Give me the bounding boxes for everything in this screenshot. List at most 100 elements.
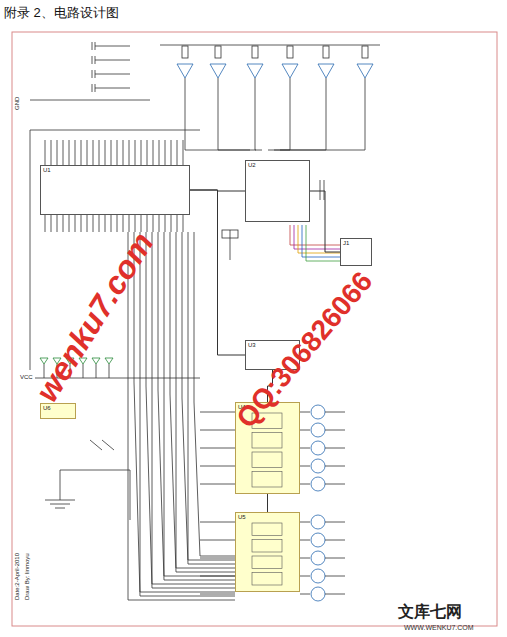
signal-label: GND xyxy=(14,97,20,110)
transistor-symbol xyxy=(311,551,325,565)
crystal-symbol xyxy=(222,230,238,238)
transistor-symbol xyxy=(311,423,325,437)
resistor-symbol xyxy=(182,46,188,58)
wire xyxy=(300,466,310,467)
bus-wire xyxy=(188,400,189,560)
bus-wire xyxy=(200,556,235,557)
resistor-symbol xyxy=(362,46,368,58)
pin-wire xyxy=(153,140,154,165)
wire xyxy=(30,130,200,131)
bus-wire xyxy=(170,394,176,572)
colored-wire xyxy=(298,225,340,253)
pin-wire xyxy=(75,140,76,165)
pin-wire xyxy=(153,215,154,232)
wire-group xyxy=(30,42,380,601)
wire xyxy=(280,150,365,151)
wire xyxy=(325,448,345,449)
wire-connector xyxy=(310,191,340,252)
wire xyxy=(300,484,310,485)
pin-wire xyxy=(141,140,142,165)
bus-wire xyxy=(176,572,235,573)
wire xyxy=(300,540,310,541)
bus-wire xyxy=(188,232,189,400)
bus-wire xyxy=(146,386,152,588)
pin-wire xyxy=(57,215,58,232)
pin-wire xyxy=(93,140,94,165)
pin-wire xyxy=(123,140,124,165)
wire xyxy=(365,78,366,150)
wire xyxy=(60,470,130,471)
bus-wire xyxy=(194,402,200,556)
pin-wire xyxy=(183,215,184,232)
pin-wire xyxy=(69,215,70,232)
bus-wire xyxy=(188,564,235,565)
pin-wire xyxy=(69,140,70,165)
wire xyxy=(325,558,345,559)
bus-wire xyxy=(152,388,153,584)
bus-wire xyxy=(158,232,159,390)
optocoupler-symbol xyxy=(252,472,282,488)
wire xyxy=(325,522,345,523)
signal-label: VCC xyxy=(20,374,33,380)
wire xyxy=(325,484,345,485)
wire xyxy=(325,576,345,577)
wire xyxy=(218,150,256,151)
bus-wire xyxy=(140,592,235,593)
watermark: 文库七网 xyxy=(398,604,462,620)
wire xyxy=(96,364,97,378)
resistor-symbol xyxy=(323,46,329,58)
led-symbol xyxy=(105,358,113,364)
pin-wire xyxy=(87,140,88,165)
wire xyxy=(200,412,235,413)
pin-wire xyxy=(171,140,172,165)
bus-wire xyxy=(182,398,188,564)
bus-wire xyxy=(164,232,165,392)
pin-wire xyxy=(177,140,178,165)
led-symbol xyxy=(92,358,100,364)
part-designator: U2 xyxy=(246,161,309,170)
wire xyxy=(200,484,235,485)
pin-wire xyxy=(81,215,82,232)
bus-wire xyxy=(194,232,195,402)
pin-wire xyxy=(183,140,184,165)
wire xyxy=(95,60,130,61)
optocoupler-symbol xyxy=(252,540,282,553)
pin-wire xyxy=(177,215,178,232)
pin-wire xyxy=(165,140,166,165)
transistor-symbol xyxy=(311,515,325,529)
capacitor-plate xyxy=(320,180,321,200)
pin-wire xyxy=(75,215,76,232)
wire xyxy=(95,88,130,89)
wire xyxy=(300,522,310,523)
bus-wire xyxy=(152,584,235,585)
colored-wire xyxy=(290,225,340,245)
bus-wire xyxy=(140,596,235,597)
pin-wire xyxy=(63,140,64,165)
transistor-symbol xyxy=(311,441,325,455)
bus-wire xyxy=(176,568,235,569)
wire xyxy=(185,78,186,150)
wire xyxy=(200,466,235,467)
pin-wire xyxy=(123,215,124,232)
pin-wire xyxy=(111,140,112,165)
wire xyxy=(290,78,291,150)
wire xyxy=(109,364,110,378)
wire xyxy=(300,448,310,449)
bus-wire xyxy=(134,382,140,596)
wire xyxy=(30,100,150,101)
wire xyxy=(300,430,310,431)
pin-wire xyxy=(159,215,160,232)
transistor-symbol xyxy=(311,569,325,583)
pin-wire xyxy=(135,140,136,165)
wire xyxy=(300,594,310,595)
pin-wire xyxy=(93,215,94,232)
watermark: WWW.WENKU7.COM xyxy=(404,624,474,631)
wire xyxy=(325,594,345,595)
pin-wire xyxy=(105,215,106,232)
wire xyxy=(95,46,130,47)
chip-box: U2 xyxy=(245,160,310,222)
signal-label: Draw By: linmoyu xyxy=(24,553,30,600)
optocoupler-symbol xyxy=(252,556,282,569)
bus-wire xyxy=(158,390,164,580)
wire xyxy=(218,78,219,150)
